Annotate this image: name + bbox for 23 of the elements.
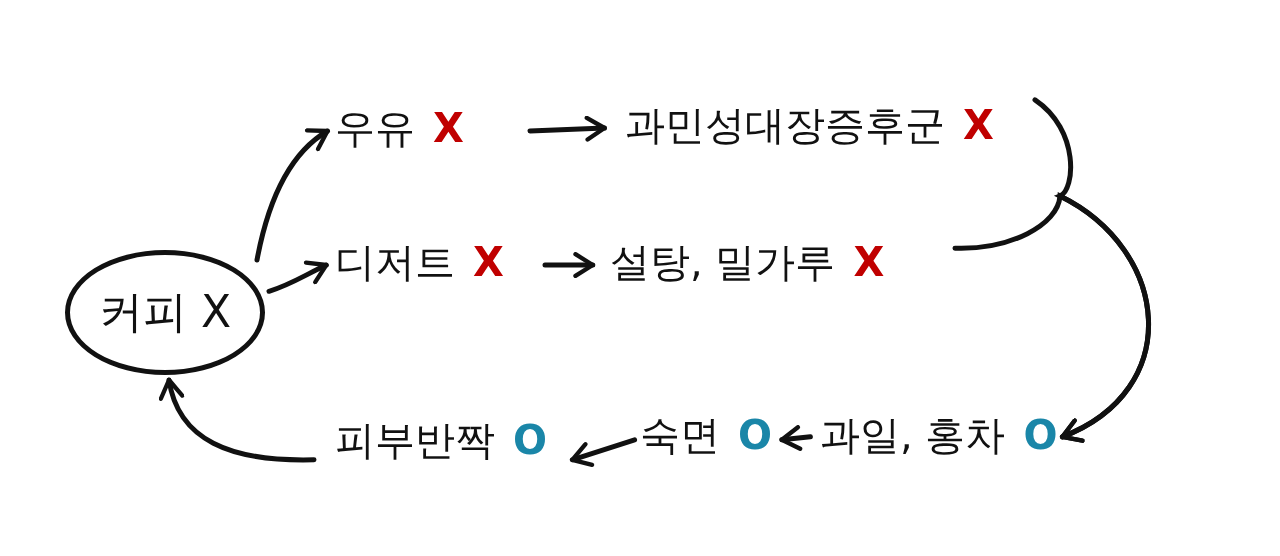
arrow: [569, 437, 638, 467]
arrow: [779, 425, 813, 451]
cross-mark: X: [433, 105, 464, 151]
item-label: 과일, 홍차: [820, 410, 1006, 460]
arrow: [952, 193, 1151, 442]
arrow: [254, 128, 330, 263]
oval-node: 커피 X: [65, 250, 265, 375]
arrow: [542, 252, 596, 278]
circle-mark: O: [513, 417, 547, 463]
circle-mark: O: [738, 412, 772, 458]
item-label: 숙면: [640, 410, 720, 460]
cross-mark: X: [963, 102, 994, 148]
arrow: [160, 377, 317, 463]
circle-mark: O: [1023, 412, 1058, 458]
item-label: 피부반짝: [335, 415, 495, 465]
cross-mark: X: [473, 239, 504, 285]
item-label: 우유: [335, 103, 415, 153]
item-label: 설탕, 밀가루: [610, 237, 836, 287]
cross-mark: X: [853, 239, 885, 285]
arrow: [266, 260, 329, 294]
item-label: 디저트: [335, 237, 455, 287]
arrow: [527, 115, 607, 142]
item-label: 과민성대장증후군: [625, 100, 945, 150]
